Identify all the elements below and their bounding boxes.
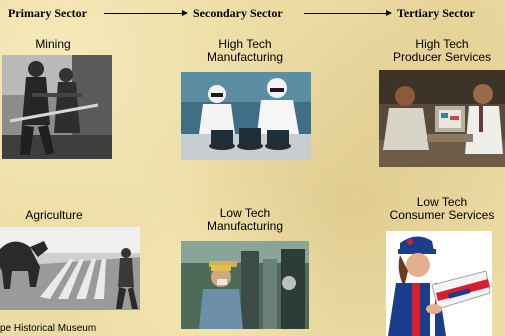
high-tech-producer-services-label: High Tech Producer Services: [388, 38, 496, 64]
high-tech-manufacturing-line1: High Tech: [218, 37, 272, 51]
high-tech-manufacturing-line2: Manufacturing: [206, 50, 284, 64]
tertiary-sector-heading: Tertiary Sector: [397, 6, 475, 20]
primary-sector-heading: Primary Sector: [8, 6, 87, 20]
low-tech-consumer-services-photo: [386, 231, 492, 336]
high-tech-producer-services-photo: [379, 70, 505, 167]
low-tech-consumer-services-line1: Low Tech: [416, 195, 468, 209]
low-tech-manufacturing-line2: Manufacturing: [206, 219, 284, 233]
agriculture-photo: [0, 227, 140, 310]
low-tech-manufacturing-label: Low Tech Manufacturing: [203, 207, 287, 233]
high-tech-producer-services-line2: Producer Services: [392, 50, 492, 64]
high-tech-manufacturing-photo: [181, 72, 311, 160]
high-tech-manufacturing-label: High Tech Manufacturing: [203, 38, 287, 64]
low-tech-consumer-services-label: Low Tech Consumer Services: [384, 196, 500, 222]
secondary-sector-heading: Secondary Sector: [193, 6, 283, 20]
mining-label: Mining: [35, 37, 71, 51]
arrow-secondary-to-tertiary: [304, 10, 392, 16]
high-tech-producer-services-line1: High Tech: [415, 37, 469, 51]
mining-photo: [2, 55, 112, 159]
photo-credit: pe Historical Museum: [0, 323, 97, 334]
agriculture-label: Agriculture: [25, 208, 83, 222]
low-tech-manufacturing-line1: Low Tech: [219, 206, 271, 220]
low-tech-manufacturing-photo: [181, 241, 309, 329]
arrow-primary-to-secondary: [104, 10, 188, 16]
low-tech-consumer-services-line2: Consumer Services: [389, 208, 495, 222]
